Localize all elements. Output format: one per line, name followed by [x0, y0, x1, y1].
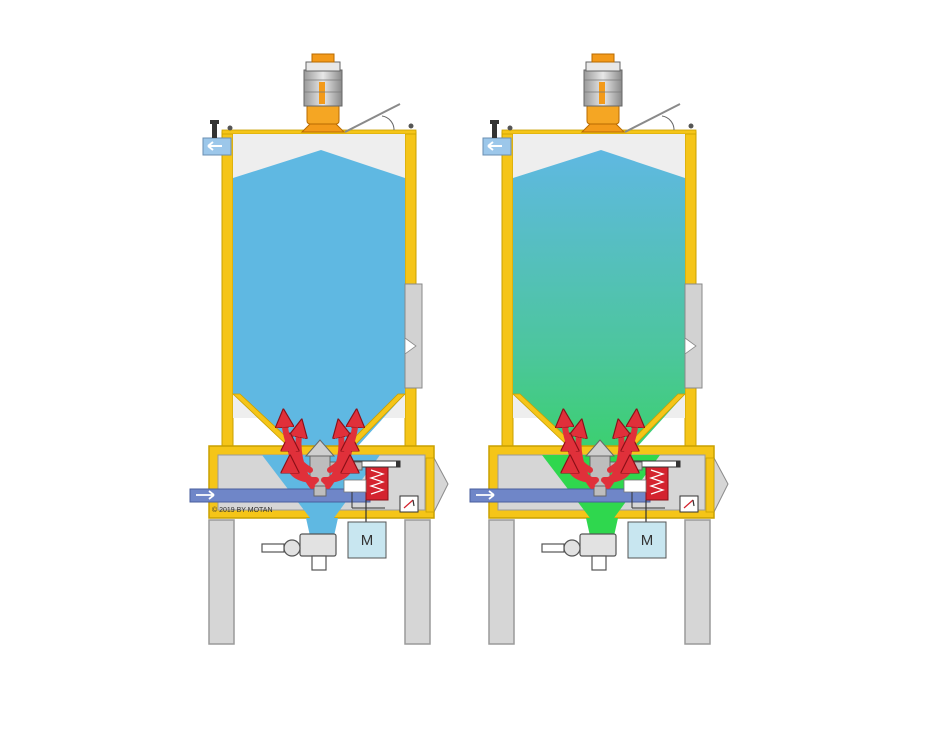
motor-label-right: M — [641, 532, 654, 549]
motor-icon-right — [627, 521, 667, 559]
dryer-left — [190, 54, 448, 644]
motor-label-left: M — [361, 532, 374, 549]
sight-window-right — [684, 283, 703, 389]
dryer-right — [469, 53, 729, 645]
support-leg-right-right — [684, 519, 711, 645]
hot-air-flow-arrows-icon-right — [564, 418, 636, 489]
discharge-valve-icon-right — [579, 533, 617, 557]
support-leg-left-right — [488, 519, 515, 645]
copyright-label: © 2019 BY MOTAN — [212, 506, 273, 514]
air-pipe-right — [469, 488, 651, 503]
vacuum-loader-icon-right — [580, 53, 626, 133]
